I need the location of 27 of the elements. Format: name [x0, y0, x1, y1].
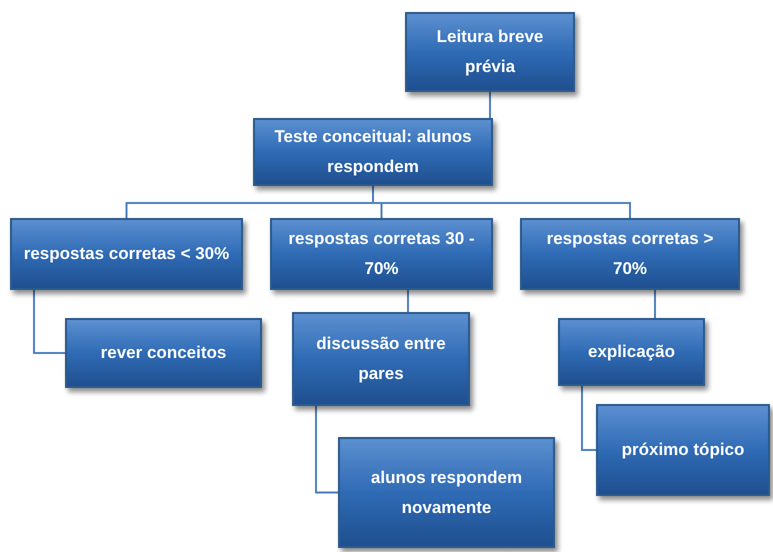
process-box [558, 318, 705, 386]
box-label: rever conceitos [100, 342, 226, 364]
connector-line [372, 186, 631, 218]
box-label: explicação [588, 341, 675, 363]
connector-line [581, 386, 596, 451]
box-label: respostas corretas < 30% [24, 243, 230, 265]
connector-line [33, 290, 65, 354]
process-box [520, 218, 740, 290]
process-box [270, 218, 493, 290]
process-box [65, 318, 262, 388]
box-label: respostas corretas > 70% [546, 228, 714, 280]
box-label: discussão entre pares [315, 333, 447, 385]
connector-line [654, 290, 656, 318]
box-label: Teste conceitual: alunos respondem [273, 126, 473, 178]
box-label: próximo tópico [622, 439, 744, 461]
process-box [405, 12, 575, 92]
process-box [338, 437, 555, 548]
connector-line [489, 92, 491, 118]
connector-line [315, 406, 338, 494]
box-label: Leitura breve prévia [436, 26, 544, 78]
process-box [253, 118, 493, 186]
box-label: alunos respondem novamente [370, 466, 524, 518]
process-box [292, 312, 470, 406]
box-label: respostas corretas 30 - 70% [287, 228, 476, 280]
connector-line [407, 290, 409, 312]
process-box [10, 218, 243, 290]
process-box [596, 404, 770, 496]
